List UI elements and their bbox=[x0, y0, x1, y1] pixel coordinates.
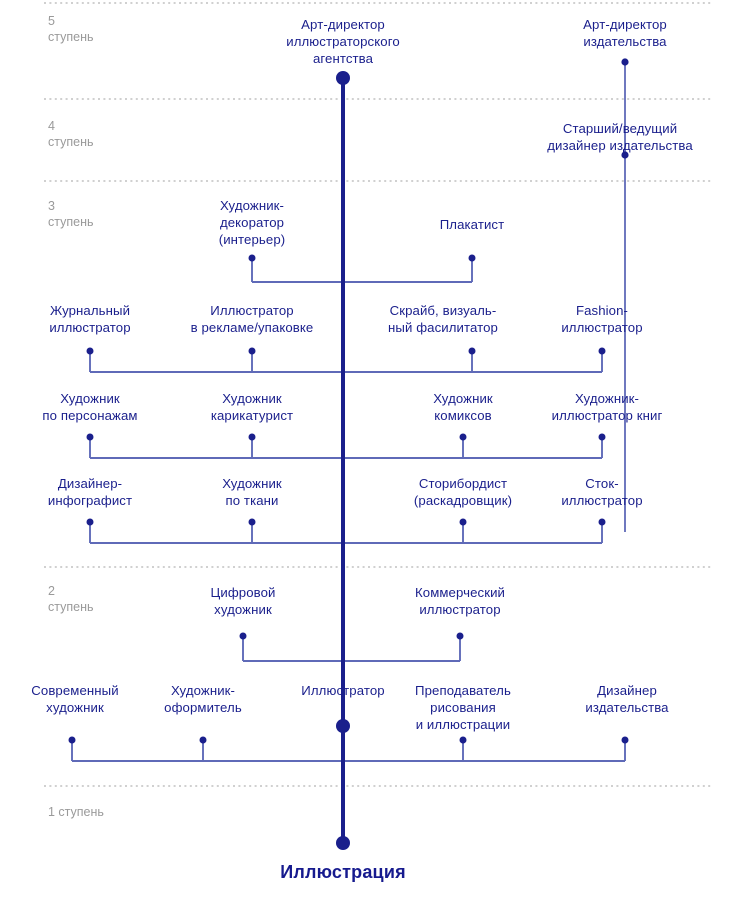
node-stock-illustrator[interactable]: Сток- иллюстратор bbox=[561, 476, 643, 508]
node-art-director-publisher[interactable]: Арт-директор издательства bbox=[583, 17, 667, 49]
bracket-level3-row3-dot-1 bbox=[248, 518, 256, 526]
node-book-illustrator-artist[interactable]: Художник- иллюстратор книг bbox=[551, 391, 663, 423]
node-commercial-illustrator[interactable]: Коммерческий иллюстратор bbox=[414, 585, 506, 617]
bracket-level3-top-dot-1 bbox=[468, 254, 476, 262]
root-title: Иллюстрация bbox=[280, 862, 406, 882]
bracket-level3-row3-dot-3 bbox=[598, 518, 606, 526]
bracket-level3-row2-dot-1 bbox=[248, 433, 256, 441]
level-label-4: 4 ступень bbox=[48, 119, 94, 149]
node-scribe-visual-facilitator[interactable]: Скрайб, визуаль- ный фасилитатор bbox=[388, 303, 498, 335]
spine-bottom-dot bbox=[336, 836, 350, 850]
level-label-1: 1 ступень bbox=[48, 805, 104, 819]
node-senior-lead-designer-publisher[interactable]: Старший/ведущий дизайнер издательства bbox=[547, 121, 693, 153]
node-contemporary-artist[interactable]: Современный художник bbox=[31, 683, 119, 715]
node-poster-artist[interactable]: Плакатист bbox=[439, 217, 505, 232]
bracket-level2-dot-1 bbox=[456, 632, 464, 640]
node-magazine-illustrator[interactable]: Журнальный иллюстратор bbox=[49, 303, 131, 335]
bracket-level3-row3-dot-0 bbox=[86, 518, 94, 526]
node-decorator-artist[interactable]: Художник- декоратор (интерьер) bbox=[218, 198, 286, 247]
bracket-level1-dot-3 bbox=[621, 736, 629, 744]
bracket-level3-row2-dot-0 bbox=[86, 433, 94, 441]
node-dot-art-director-publisher bbox=[621, 58, 629, 66]
node-drawing-teacher[interactable]: Преподаватель рисования и иллюстрации bbox=[415, 683, 511, 732]
level-label-5: 5 ступень bbox=[48, 14, 94, 44]
level-label-3: 3 ступень bbox=[48, 199, 94, 229]
node-caricature-artist[interactable]: Художник карикатурист bbox=[210, 391, 294, 423]
level-label-2: 2 ступень bbox=[48, 584, 94, 614]
node-textile-artist[interactable]: Художник по ткани bbox=[222, 476, 282, 508]
node-comics-artist[interactable]: Художник комиксов bbox=[433, 391, 493, 423]
spine-illustrator-dot bbox=[336, 719, 350, 733]
node-dot-senior-lead-designer bbox=[621, 151, 629, 159]
bracket-level3-top-dot-0 bbox=[248, 254, 256, 262]
node-illustrator[interactable]: Иллюстратор bbox=[301, 683, 385, 698]
node-fashion-illustrator[interactable]: Fashion- иллюстратор bbox=[561, 303, 643, 335]
node-decorative-artist[interactable]: Художник- оформитель bbox=[164, 683, 242, 715]
bracket-level3-row2-dot-2 bbox=[459, 433, 467, 441]
bracket-level3-row3-dot-2 bbox=[459, 518, 467, 526]
bracket-level3-row2-dot-3 bbox=[598, 433, 606, 441]
bracket-level3-row1-dot-3 bbox=[598, 347, 606, 355]
bracket-level2-dot-0 bbox=[239, 632, 247, 640]
bracket-level1-dot-2 bbox=[459, 736, 467, 744]
node-infographic-designer[interactable]: Дизайнер- инфографист bbox=[47, 476, 133, 508]
bracket-level1-dot-0 bbox=[68, 736, 76, 744]
node-art-director-agency[interactable]: Арт-директор иллюстраторского агентства bbox=[286, 17, 400, 66]
node-character-artist[interactable]: Художник по персонажам bbox=[42, 391, 138, 423]
bracket-level3-row1-dot-1 bbox=[248, 347, 256, 355]
spine-top-dot bbox=[336, 71, 350, 85]
bracket-level3-row1-dot-2 bbox=[468, 347, 476, 355]
node-storyboard-artist[interactable]: Сторибордист (раскадровщик) bbox=[413, 476, 513, 508]
node-publishing-designer[interactable]: Дизайнер издательства bbox=[585, 683, 669, 715]
node-digital-artist[interactable]: Цифровой художник bbox=[210, 585, 276, 617]
bracket-level3-row1-dot-0 bbox=[86, 347, 94, 355]
node-advertising-illustrator[interactable]: Иллюстратор в рекламе/упаковке bbox=[190, 303, 314, 335]
bracket-level1-dot-1 bbox=[199, 736, 207, 744]
